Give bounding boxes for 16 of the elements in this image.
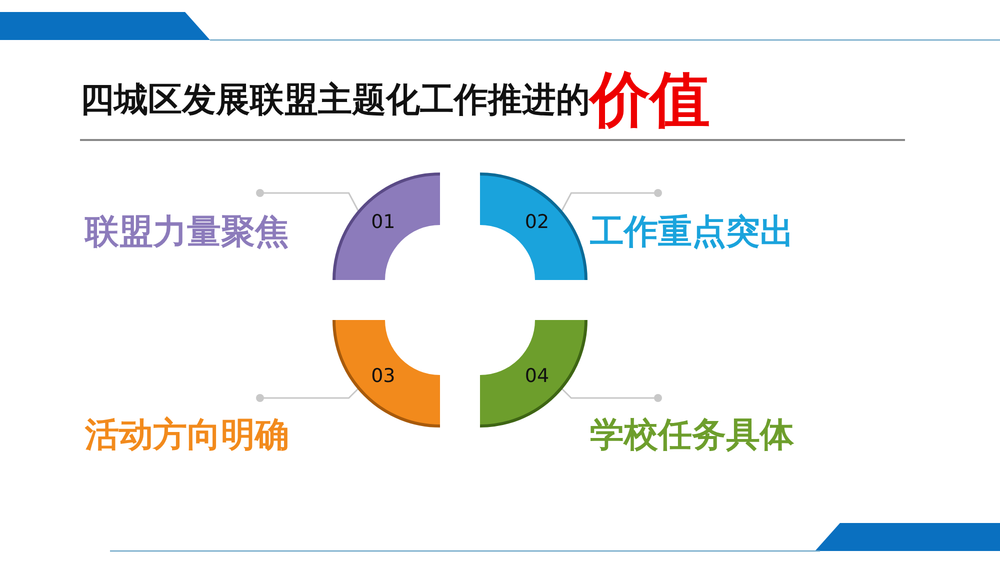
leader-line — [256, 388, 360, 402]
ring-segment — [334, 174, 440, 280]
leader-line — [256, 189, 360, 212]
ring-segment — [480, 174, 586, 280]
segment-number: 01 — [371, 211, 396, 234]
leader-line — [560, 388, 662, 402]
leader-line — [560, 189, 662, 212]
segment-number: 02 — [524, 211, 550, 234]
value-label: 工作重点突出 — [590, 212, 794, 252]
ring-segment — [334, 320, 440, 426]
segment-number: 03 — [371, 364, 396, 387]
value-label: 活动方向明确 — [85, 415, 289, 455]
value-label: 学校任务具体 — [590, 415, 794, 455]
ring-segment — [480, 320, 586, 426]
value-label: 联盟力量聚焦 — [85, 212, 289, 252]
segment-number: 04 — [524, 364, 550, 387]
